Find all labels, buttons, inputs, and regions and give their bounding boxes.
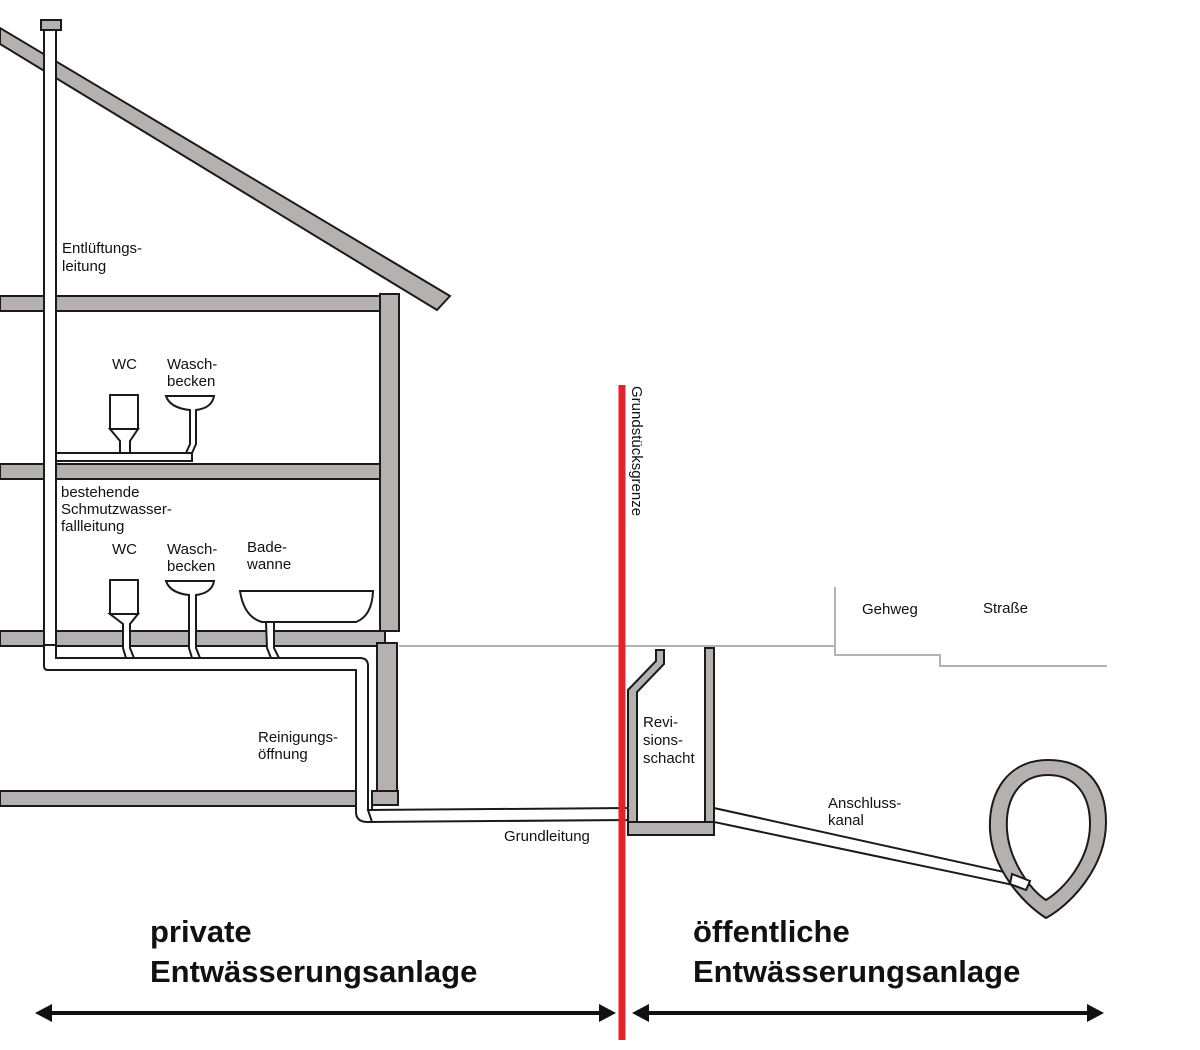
wc-upper-tank <box>109 394 139 430</box>
ground-line <box>399 587 1107 667</box>
washbasin-upper <box>164 395 216 454</box>
label-fallleitung-3: fallleitung <box>61 518 124 535</box>
label-wc-upper: WC <box>112 356 137 373</box>
sewer-inner <box>1005 773 1092 902</box>
section-private-2: Entwässerungsanlage <box>150 954 477 989</box>
label-revision-2: sions- <box>643 732 683 749</box>
shaft-right-wall <box>704 647 715 825</box>
shaft-base <box>627 821 715 836</box>
bathtub <box>238 590 375 623</box>
label-anschlusskanal-2: kanal <box>828 812 864 829</box>
vent-pipe <box>43 29 57 649</box>
wc-lower-tank <box>109 579 139 615</box>
label-entlueftung-2: leitung <box>62 258 106 275</box>
wc-lower-bowl <box>107 613 141 659</box>
vent-stack <box>40 19 373 823</box>
anschlusskanal-pipe <box>713 806 1024 888</box>
bathtub-drain <box>264 621 281 659</box>
ground-floor-fixtures <box>107 579 375 659</box>
roof <box>0 26 452 312</box>
private-arrow <box>35 1004 616 1022</box>
label-reinigung-1: Reinigungs- <box>258 729 338 746</box>
outer-wall-upper <box>379 293 400 632</box>
label-anschlusskanal-1: Anschluss- <box>828 795 901 812</box>
label-waschbecken-lower-1: Wasch- <box>167 541 217 558</box>
label-revision-3: schacht <box>643 750 696 767</box>
label-grundstuecksgrenze: Grundstücksgrenze <box>628 386 645 516</box>
public-sewer <box>988 758 1108 920</box>
label-fallleitung-2: Schmutzwasser- <box>61 501 172 518</box>
vent-cap <box>40 19 62 31</box>
label-badewanne-2: wanne <box>246 556 291 573</box>
label-grundleitung: Grundleitung <box>504 828 590 845</box>
label-waschbecken-lower-2: becken <box>167 558 215 575</box>
wall-footing <box>371 790 399 806</box>
label-wc-lower: WC <box>112 541 137 558</box>
washbasin-lower <box>164 580 216 659</box>
house <box>0 26 452 807</box>
downpipe-to-cleanout <box>43 644 373 823</box>
label-gehweg: Gehweg <box>862 601 918 618</box>
inspection-shaft <box>627 647 715 836</box>
ground-surface <box>399 587 1107 667</box>
upper-branch-pipe <box>55 452 193 462</box>
section-public-1: öffentliche <box>693 914 850 949</box>
label-fallleitung-1: bestehende <box>61 484 139 501</box>
label-badewanne-1: Bade- <box>247 539 287 556</box>
label-entlueftung-1: Entlüftungs- <box>62 240 142 257</box>
sewer-inlet <box>1008 872 1032 892</box>
label-reinigung-2: öffnung <box>258 746 308 763</box>
ceiling-upper <box>0 295 386 312</box>
basement-floor <box>0 790 361 807</box>
outer-wall-basement <box>376 642 398 794</box>
upper-floor-fixtures <box>55 394 216 462</box>
grundleitung-pipe <box>366 806 629 824</box>
public-arrow <box>632 1004 1104 1022</box>
label-waschbecken-upper-2: becken <box>167 373 215 390</box>
label-waschbecken-upper-1: Wasch- <box>167 356 217 373</box>
wc-upper-bowl <box>107 428 140 454</box>
label-revision-1: Revi- <box>643 714 678 731</box>
section-private-1: private <box>150 914 252 949</box>
section-public-2: Entwässerungsanlage <box>693 954 1020 989</box>
floor-upper <box>0 463 386 480</box>
label-strasse: Straße <box>983 600 1028 617</box>
